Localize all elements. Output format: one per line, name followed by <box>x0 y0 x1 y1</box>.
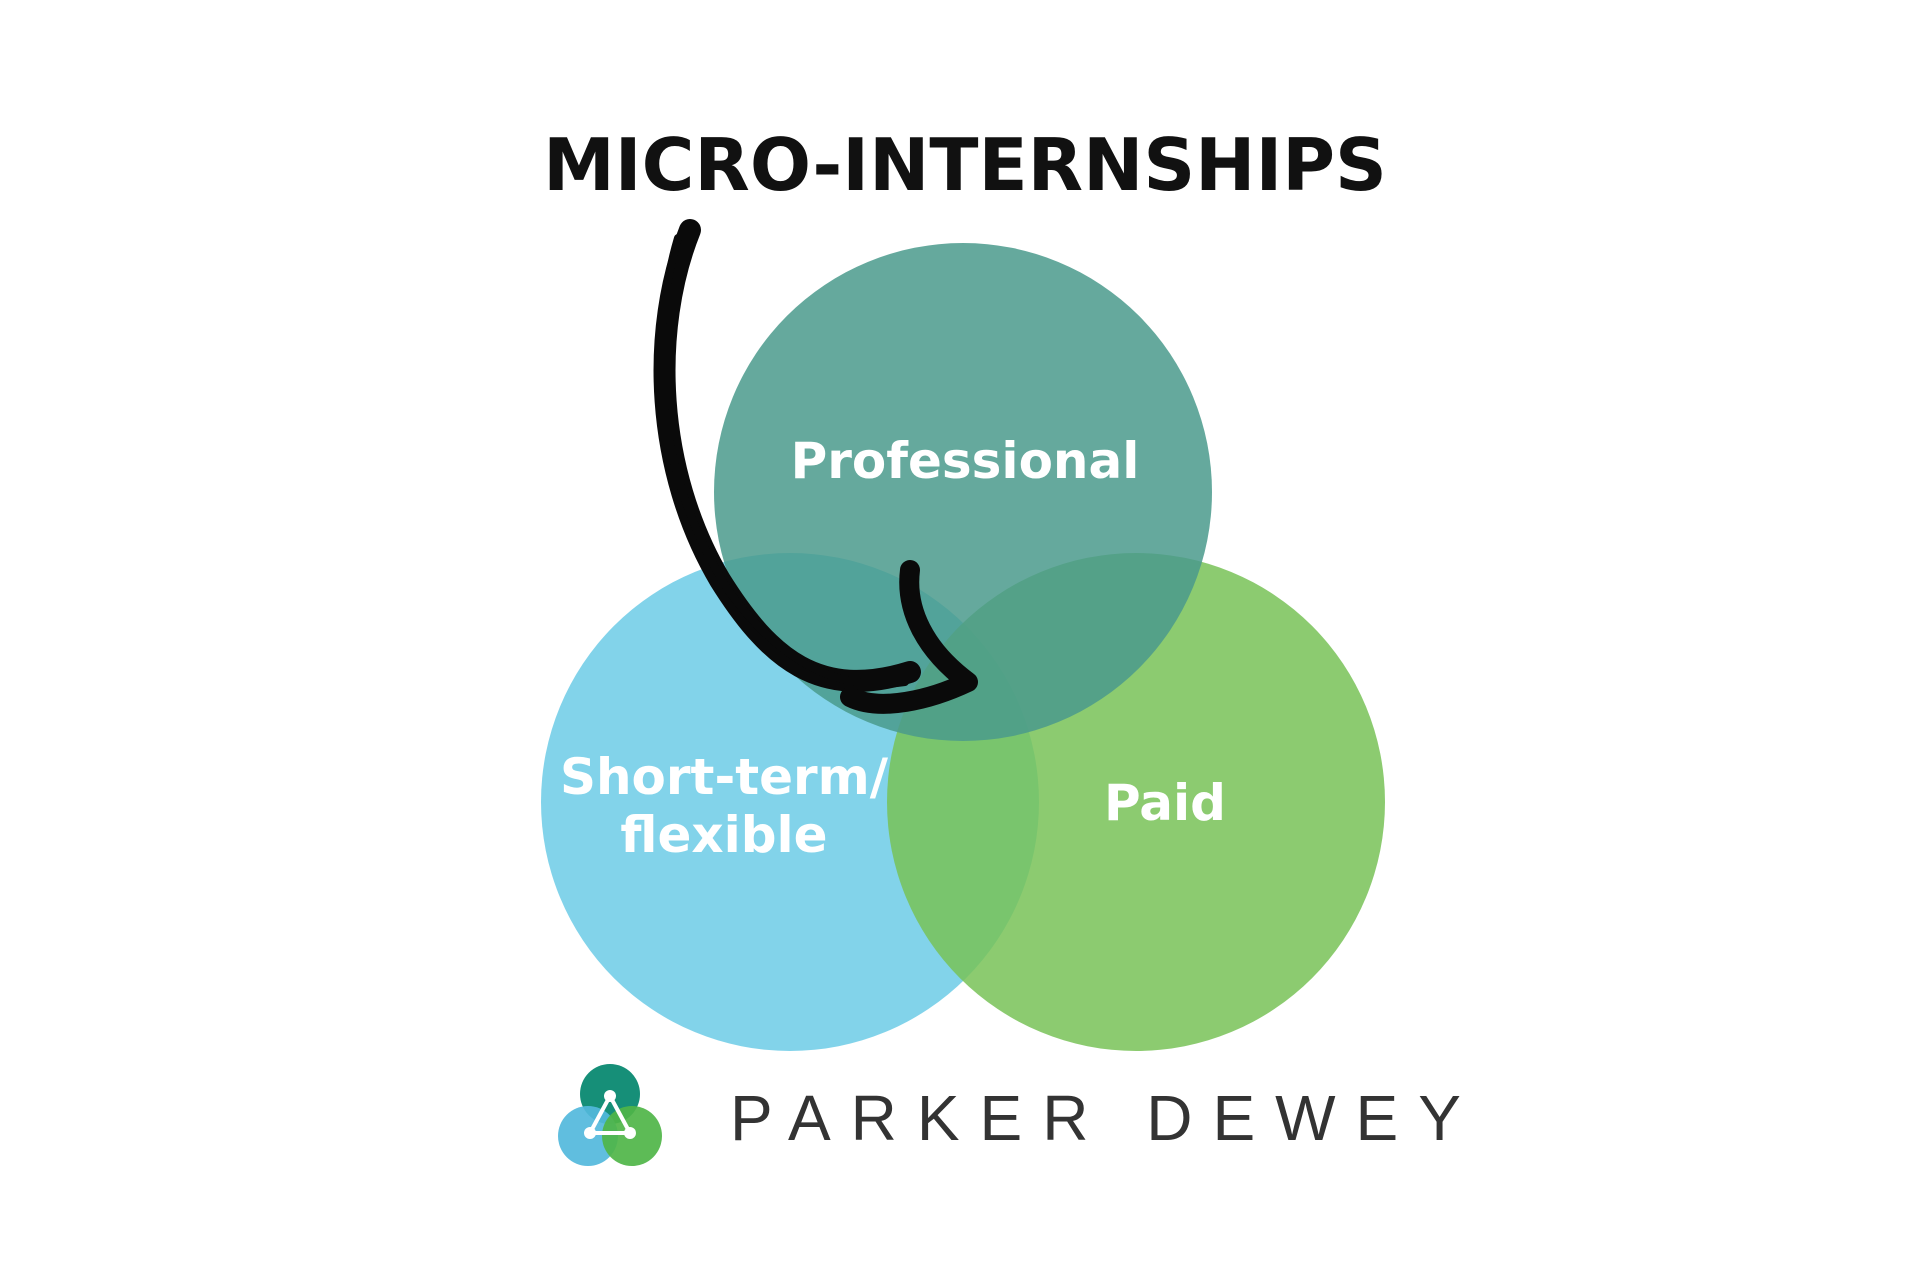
circle-professional <box>714 243 1212 741</box>
arrow-head <box>840 560 978 714</box>
parker-dewey-logo: PARKER DEWEY <box>558 1064 1481 1166</box>
label-paid: Paid <box>1104 774 1226 832</box>
brand-name: PARKER DEWEY <box>730 1082 1481 1154</box>
arrow-icon <box>653 219 978 714</box>
three-circles-network-logo-icon <box>558 1064 662 1166</box>
label-flexible: flexible <box>620 806 827 864</box>
label-short-term: Short-term/ <box>560 748 889 806</box>
arrow-shaft-rough <box>657 234 909 688</box>
label-professional: Professional <box>791 432 1140 490</box>
diagram-title: MICRO-INTERNSHIPS <box>543 123 1387 207</box>
